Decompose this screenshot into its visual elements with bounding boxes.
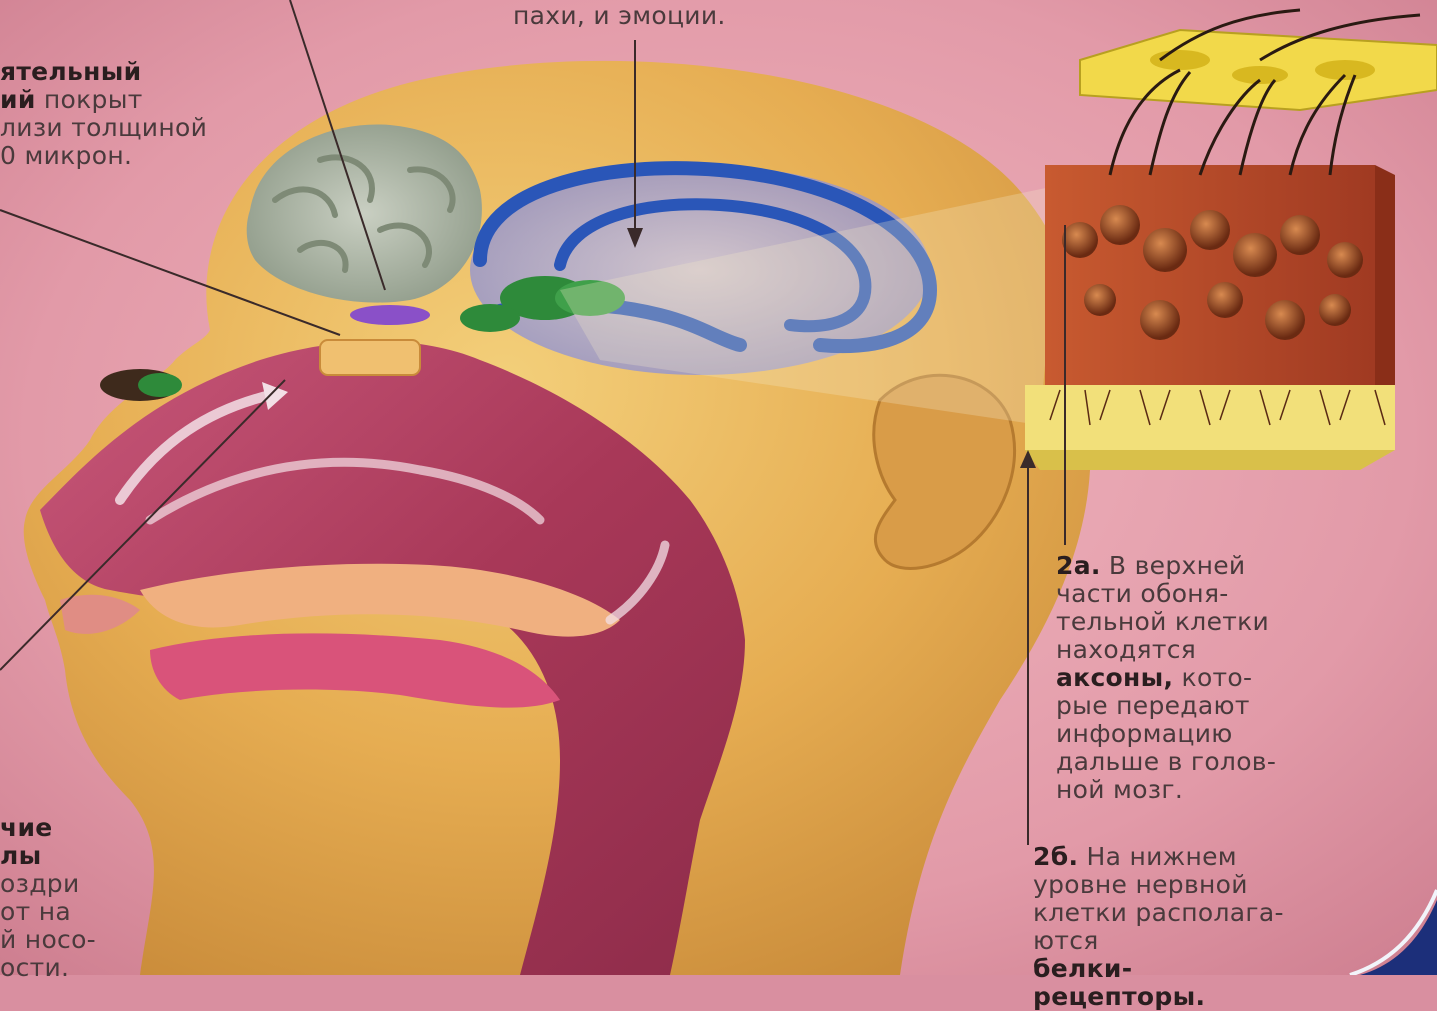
caption-text: клетки располага-	[1033, 898, 1284, 927]
caption-text: ости.	[0, 953, 69, 982]
caption-line: рые передают	[1056, 692, 1276, 720]
caption-line: клетки располага-	[1033, 899, 1284, 927]
caption-line: белки-	[1033, 955, 1284, 983]
caption-bold: ятельный	[0, 57, 141, 86]
caption-line: находятся	[1056, 636, 1276, 664]
caption-line: информацию	[1056, 720, 1276, 748]
caption-line: рецепторы.	[1033, 983, 1284, 1011]
caption-line: от на	[0, 898, 96, 926]
caption-text: й носо-	[0, 925, 96, 954]
epithelium-block	[1045, 165, 1375, 390]
caption-bold: белки-	[1033, 954, 1132, 983]
caption-bold: 2а.	[1056, 551, 1101, 580]
caption-bold: рецепторы.	[1033, 982, 1205, 1011]
caption-line: тельной клетки	[1056, 608, 1276, 636]
caption-line: ются	[1033, 927, 1284, 955]
caption-text: части обоня-	[1056, 579, 1229, 608]
olfactory-plate	[320, 340, 420, 375]
caption-text: уровне нервной	[1033, 870, 1248, 899]
mucus-layer	[1025, 385, 1395, 450]
caption-text: На нижнем	[1078, 842, 1237, 871]
caption-line: 2б. На нижнем	[1033, 843, 1284, 871]
caption-line: ости.	[0, 954, 96, 982]
caption-bold: чие	[0, 813, 53, 842]
olfactory-bulb	[350, 305, 430, 325]
caption-text: оздри	[0, 869, 80, 898]
caption-line: пахи, и эмоции.	[513, 2, 726, 30]
caption-line: ной мозг.	[1056, 776, 1276, 804]
caption-text: ной мозг.	[1056, 775, 1183, 804]
caption-text: лизи толщиной	[0, 113, 207, 142]
caption-bold: аксоны,	[1056, 663, 1173, 692]
epithelium-block-side	[1375, 165, 1395, 400]
caption-text: рые передают	[1056, 691, 1250, 720]
plate-hole-1	[1150, 50, 1210, 70]
caption-text: кото-	[1173, 663, 1252, 692]
caption-line: чие	[0, 814, 96, 842]
caption-bold: ий	[0, 85, 36, 114]
caption-text: находятся	[1056, 635, 1196, 664]
caption-text: 0 микрон.	[0, 141, 132, 170]
caption-line: й носо-	[0, 926, 96, 954]
caption-line: 2а. В верхней	[1056, 552, 1276, 580]
caption-bold: лы	[0, 841, 42, 870]
caption-line: аксоны, кото-	[1056, 664, 1276, 692]
diagram-canvas	[0, 0, 1437, 975]
mucus-layer-front	[1025, 450, 1395, 470]
olfaction-diagram	[0, 0, 1437, 975]
caption-line: лизи толщиной	[0, 114, 207, 142]
caption-line: лы	[0, 842, 96, 870]
caption-text: В верхней	[1101, 551, 1246, 580]
caption-text: дальше в голов-	[1056, 747, 1276, 776]
caption-text: информацию	[1056, 719, 1233, 748]
eye-left-iris	[138, 373, 182, 397]
caption-line: дальше в голов-	[1056, 748, 1276, 776]
caption-text: покрыт	[36, 85, 143, 114]
caption-line: 0 микрон.	[0, 142, 207, 170]
caption-bold: 2б.	[1033, 842, 1078, 871]
caption-line: оздри	[0, 870, 96, 898]
caption-line: ий покрыт	[0, 86, 207, 114]
caption-line: уровне нервной	[1033, 871, 1284, 899]
limbic-node-3	[460, 304, 520, 332]
caption-text: тельной клетки	[1056, 607, 1269, 636]
caption-text: от на	[0, 897, 71, 926]
caption-line: ятельный	[0, 58, 207, 86]
caption-line: части обоня-	[1056, 580, 1276, 608]
caption-text: ются	[1033, 926, 1099, 955]
caption-top-center: пахи, и эмоции.	[513, 2, 726, 30]
